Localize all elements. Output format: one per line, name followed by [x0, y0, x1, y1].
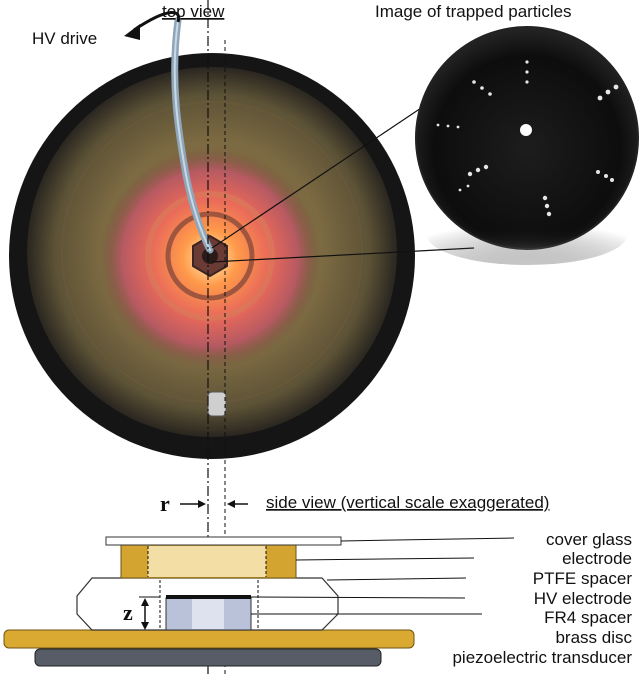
zoom-line-lower [211, 247, 475, 263]
side-view-label: side view (vertical scale exaggerated) [266, 493, 549, 512]
piezo-layer [34, 648, 382, 667]
cover-glass-layer [105, 536, 342, 546]
label-cover-glass: cover glass [546, 530, 632, 549]
r-label: r [160, 491, 170, 516]
trapped-particles-image [415, 26, 639, 265]
label-brass-disc: brass disc [555, 628, 632, 647]
image-title: Image of trapped particles [375, 2, 572, 21]
brass-layer [3, 629, 415, 649]
central-particle [520, 124, 532, 136]
z-label: z [123, 600, 133, 625]
label-ptfe-spacer: PTFE spacer [533, 569, 633, 588]
leader-lines [250, 537, 515, 615]
hv-drive-label: HV drive [32, 29, 97, 48]
hv-drive-arrow [133, 11, 181, 32]
label-piezoelectric-transducer: piezoelectric transducer [452, 648, 632, 667]
zoom-line-upper [211, 93, 443, 249]
connector [207, 391, 227, 417]
label-fr4-spacer: FR4 spacer [544, 608, 632, 627]
label-hv-electrode: HV electrode [534, 589, 632, 608]
top-view-photo [9, 16, 415, 459]
label-electrode: electrode [562, 549, 632, 568]
top-view-label: top view [162, 2, 225, 21]
hv-electrode-layer [166, 595, 251, 599]
